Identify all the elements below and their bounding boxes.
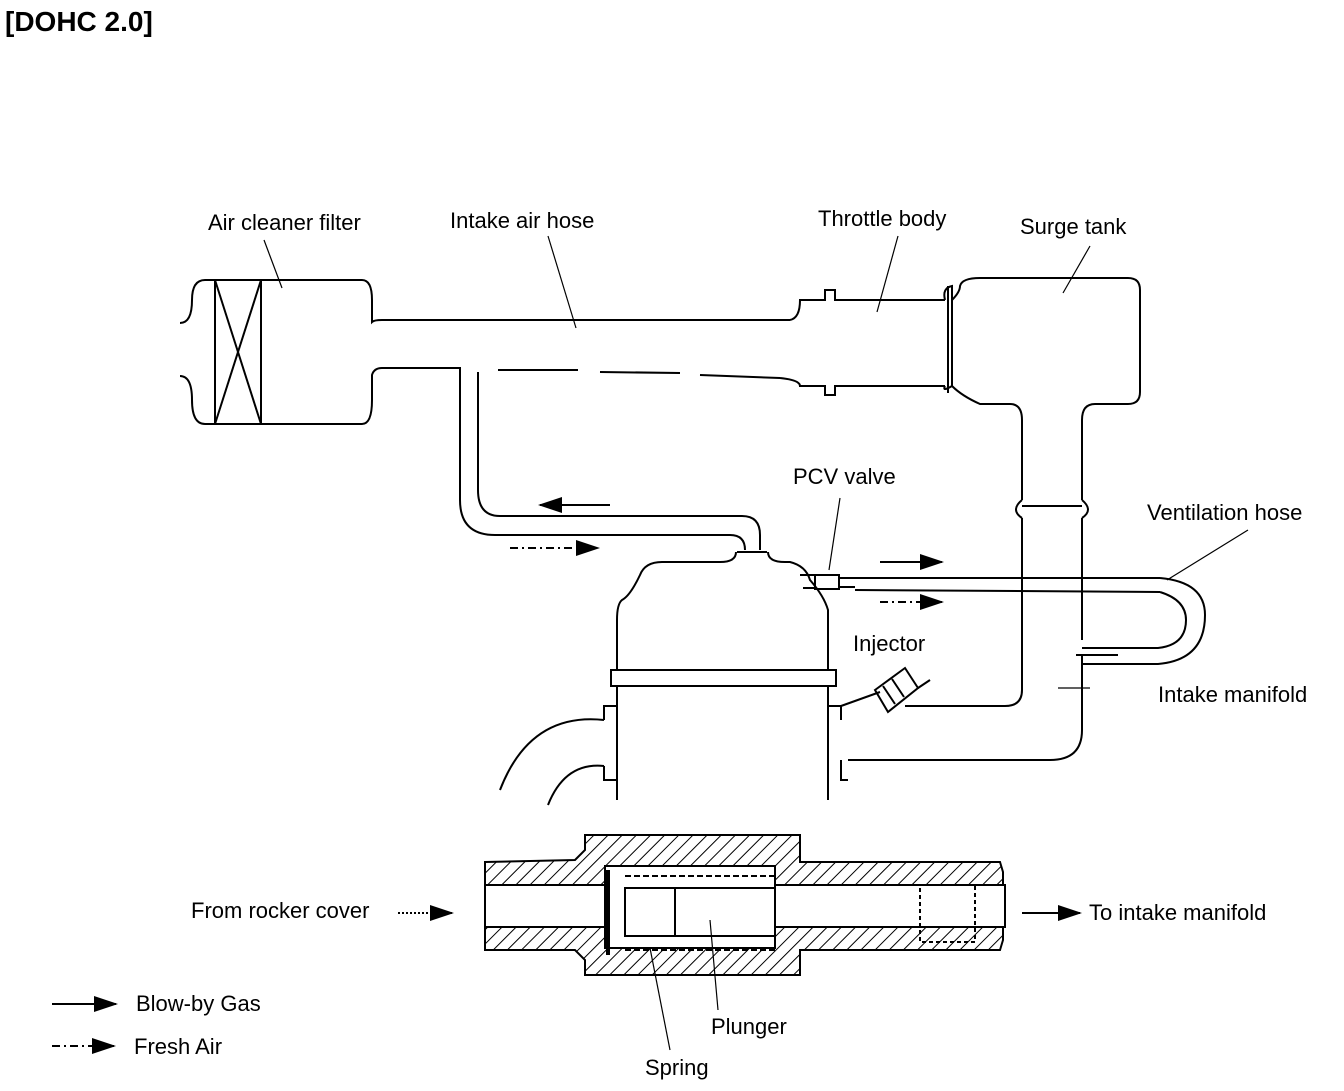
plunger-body <box>625 888 775 936</box>
legend-blow-by-gas: Blow-by Gas <box>136 991 261 1016</box>
air-cleaner <box>180 280 382 424</box>
breather-hose <box>440 368 767 552</box>
label-pcv-valve: PCV valve <box>793 464 896 489</box>
pcv-valve-assembly <box>800 575 1205 664</box>
pcv-valve-cross-section <box>485 835 1005 975</box>
label-intake-air-hose: Intake air hose <box>450 208 595 233</box>
label-injector: Injector <box>853 631 926 656</box>
label-surge-tank: Surge tank <box>1020 214 1127 239</box>
label-plunger: Plunger <box>711 1014 787 1039</box>
label-intake-manifold: Intake manifold <box>1158 682 1308 707</box>
label-ventilation-hose: Ventilation hose <box>1147 500 1303 525</box>
label-air-cleaner-filter: Air cleaner filter <box>208 210 361 235</box>
rocker-cover <box>500 552 848 805</box>
surge-tank <box>848 278 1140 760</box>
injector <box>841 668 930 712</box>
label-from-rocker-cover: From rocker cover <box>191 898 370 923</box>
throttle-body <box>944 286 952 393</box>
intake-air-hose <box>382 290 945 395</box>
label-spring: Spring <box>645 1055 709 1080</box>
filter-element-x2 <box>215 280 261 424</box>
flow-arrows <box>52 497 1082 1054</box>
leader-lines <box>264 236 1248 1050</box>
legend-fresh-air: Fresh Air <box>134 1034 223 1059</box>
spring-coil <box>625 876 775 950</box>
diagram-title: [DOHC 2.0] <box>5 6 153 37</box>
label-throttle-body: Throttle body <box>818 206 947 231</box>
label-to-intake-manifold: To intake manifold <box>1089 900 1267 925</box>
